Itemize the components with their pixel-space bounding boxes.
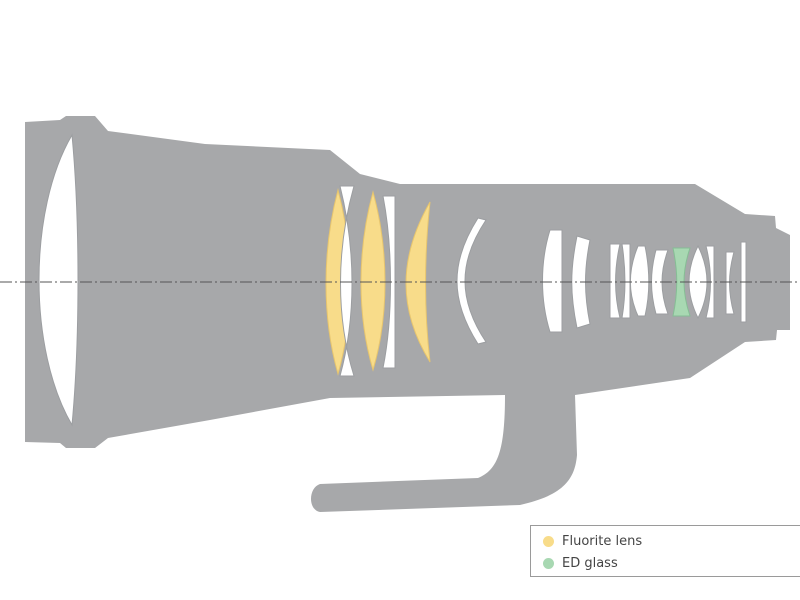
legend-swatch-ed-glass (543, 557, 554, 569)
legend-label-ed-glass: ED glass (562, 555, 618, 571)
lens-element-rear-4 (621, 243, 631, 319)
lens-element-clear-2 (382, 195, 396, 369)
lens-element-rear-3 (609, 243, 621, 319)
legend-item-ed-glass: ED glass (543, 552, 800, 574)
lens-element-front (38, 133, 79, 427)
lens-element-clear-1 (339, 185, 355, 377)
legend-item-fluorite: Fluorite lens (543, 530, 800, 552)
lens-element-rear-5 (630, 245, 650, 317)
lens-barrel (25, 116, 790, 512)
legend: Fluorite lens ED glass (530, 525, 800, 577)
lens-element-meniscus (456, 217, 487, 345)
lens-element-fluorite-3 (405, 201, 431, 363)
lens-element-rear-8 (705, 245, 715, 319)
legend-swatch-fluorite (543, 535, 554, 547)
lens-element-rear-9 (725, 251, 735, 315)
legend-label-fluorite: Fluorite lens (562, 533, 643, 549)
lens-element-rear-6 (651, 249, 669, 315)
lens-element-rear-7 (688, 244, 708, 320)
lens-element-rear-1 (542, 229, 563, 333)
lens-element-fluorite-2 (360, 190, 386, 372)
